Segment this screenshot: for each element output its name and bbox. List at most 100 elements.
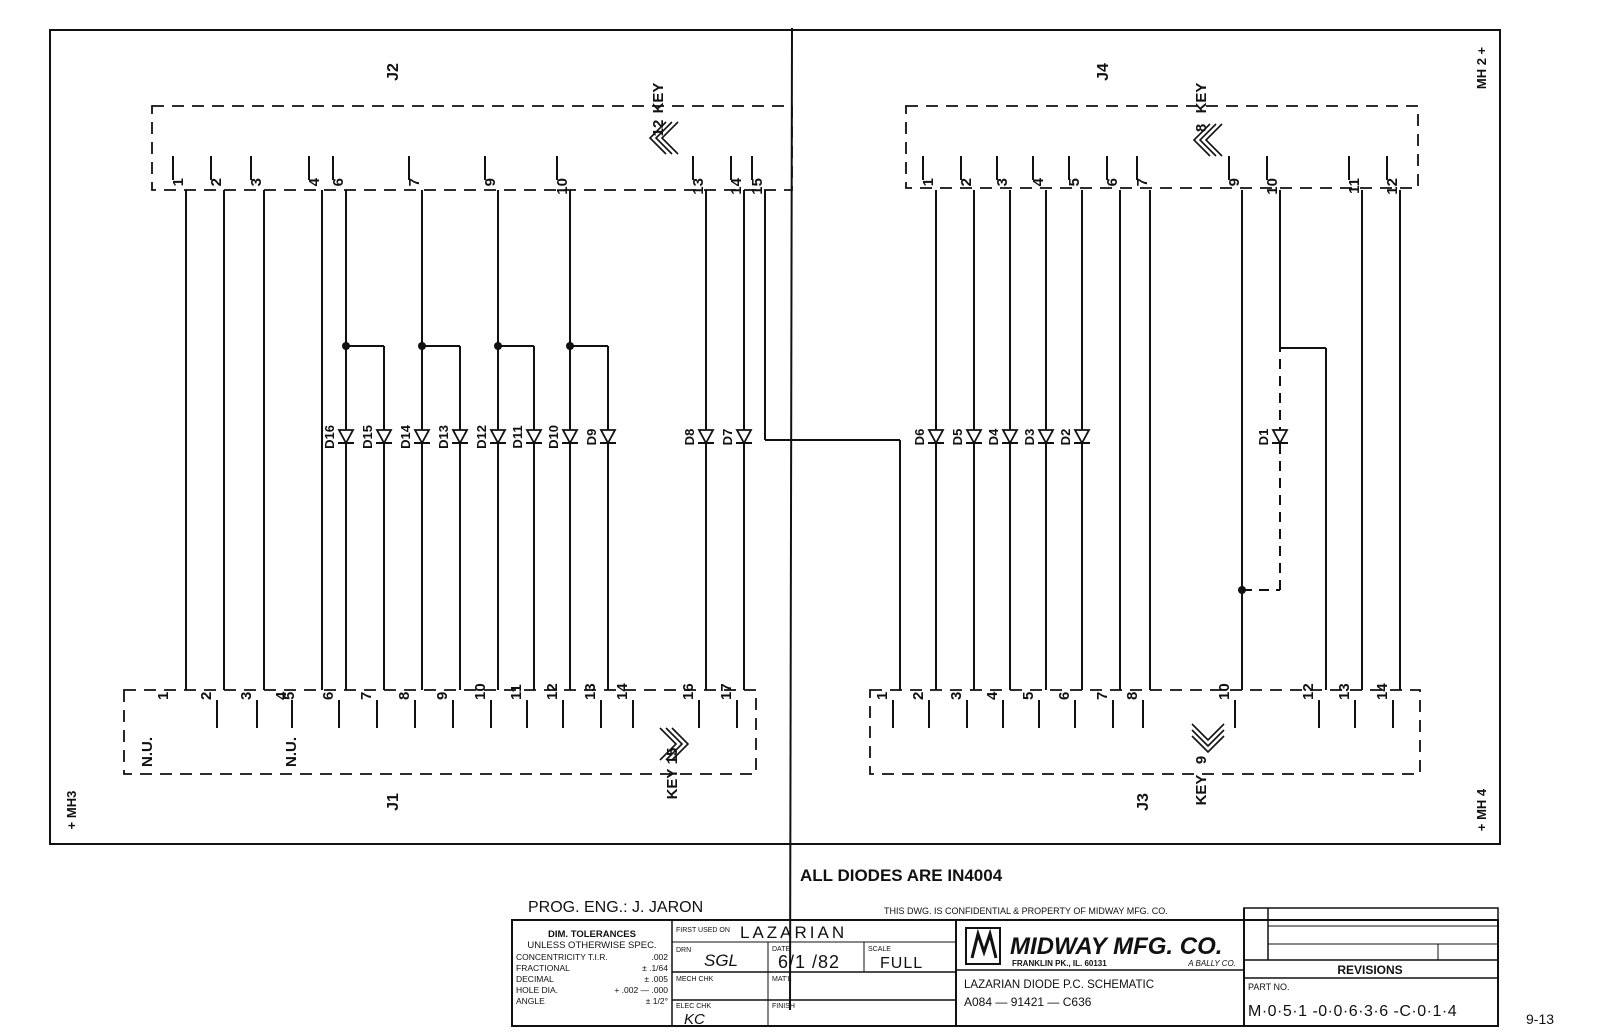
pin-label: 16 bbox=[680, 683, 697, 700]
j4-key-pin: 8 bbox=[1193, 124, 1210, 132]
diode-d11: D11 bbox=[510, 425, 543, 449]
drn-label: DRN bbox=[676, 947, 691, 954]
mech-chk-label: MECH CHK bbox=[676, 976, 714, 983]
diode-symbol-icon bbox=[489, 429, 507, 445]
pin-label: 2 bbox=[198, 692, 215, 700]
j1-label: J1 bbox=[385, 793, 402, 811]
pin-label: 3 bbox=[994, 178, 1011, 186]
pin-label: 1 bbox=[155, 692, 172, 700]
diode-symbol-icon bbox=[413, 429, 431, 445]
prog-eng: PROG. ENG.: J. JARON bbox=[528, 899, 703, 916]
diode-d5: D5 bbox=[950, 429, 983, 446]
pin-label: 15 bbox=[749, 178, 766, 195]
tolerance-label: FRACTIONAL bbox=[516, 963, 570, 973]
pin-label: 11 bbox=[508, 684, 525, 700]
diode-symbol-icon bbox=[561, 429, 579, 445]
first-used-label: FIRST USED ON bbox=[676, 927, 730, 934]
j4-key-label: KEY bbox=[1193, 83, 1210, 114]
date-label: DATE bbox=[772, 946, 790, 953]
diode-d10: D10 bbox=[546, 425, 579, 449]
j4-label: J4 bbox=[1095, 63, 1112, 81]
wire-layer bbox=[172, 156, 1401, 728]
company-name: MIDWAY MFG. CO. bbox=[1010, 933, 1222, 960]
drn-value: SGL bbox=[704, 951, 738, 970]
page-number: 9-13 bbox=[1526, 1011, 1554, 1027]
pin-label: 1 bbox=[920, 178, 937, 186]
j2-outline bbox=[151, 105, 793, 191]
pin-label: 7 bbox=[1134, 178, 1151, 186]
diode-note: ALL DIODES ARE IN4004 bbox=[800, 866, 1003, 885]
pin-label: 9 bbox=[434, 692, 451, 700]
pin-label: 10 bbox=[1216, 683, 1233, 700]
confidential-note: THIS DWG. IS CONFIDENTIAL & PROPERTY OF … bbox=[884, 906, 1168, 916]
diode-d8: D8 bbox=[682, 429, 715, 446]
j3-key-chevron-icon bbox=[1191, 723, 1225, 754]
drawing-number: A084 — 91421 — C636 bbox=[964, 995, 1092, 1009]
pin-label: 10 bbox=[1264, 178, 1281, 195]
pin-label: 10 bbox=[554, 178, 571, 195]
j2-label: J2 bbox=[385, 63, 402, 81]
j1-nu-label-1: N.U. bbox=[139, 737, 156, 767]
mh4-label: + MH 4 bbox=[1474, 788, 1489, 831]
company-address: FRANKLIN PK., IL. 60131 bbox=[1012, 959, 1107, 968]
pin-label: 13 bbox=[582, 683, 599, 700]
tolerance-label: HOLE DIA. bbox=[516, 985, 558, 995]
diode-label: D13 bbox=[436, 425, 451, 449]
first-used-value: LAZARIAN bbox=[740, 923, 847, 942]
diode-d2: D2 bbox=[1058, 429, 1091, 445]
diode-label: D11 bbox=[510, 425, 525, 448]
diode-symbol-icon bbox=[927, 429, 945, 445]
tolerance-value: ± .005 bbox=[644, 974, 668, 984]
j2-key-label: KEY bbox=[650, 83, 667, 114]
diode-d1: D1 bbox=[1256, 429, 1289, 445]
fold-line bbox=[789, 27, 793, 1011]
date-value: 6/1 /82 bbox=[778, 952, 840, 972]
pin-label: 13 bbox=[690, 178, 707, 195]
diode-d16: D16 bbox=[322, 425, 355, 449]
j4-outline bbox=[905, 105, 1419, 189]
diode-symbol-icon bbox=[599, 429, 617, 445]
diode-d15: D15 bbox=[360, 425, 393, 449]
drawing-title: LAZARIAN DIODE P.C. SCHEMATIC bbox=[964, 979, 1154, 991]
j1-key-pin: 15 bbox=[664, 748, 681, 765]
pin-label: 8 bbox=[1124, 692, 1141, 700]
mh3-label: + MH3 bbox=[64, 791, 79, 830]
j3-label: J3 bbox=[1135, 793, 1152, 811]
pin-label: 3 bbox=[248, 178, 265, 186]
diode-label: D12 bbox=[474, 425, 489, 449]
diode-symbol-icon bbox=[375, 429, 393, 445]
tolerances-sub: UNLESS OTHERWISE SPEC. bbox=[527, 940, 656, 951]
diode-label: D8 bbox=[682, 429, 697, 446]
diode-d7: D7 bbox=[720, 429, 753, 445]
pin-label: 11 bbox=[1346, 178, 1363, 194]
diode-symbol-icon bbox=[1001, 429, 1019, 445]
pin-label: 6 bbox=[330, 178, 347, 186]
mh2-label: MH 2 + bbox=[1474, 46, 1489, 89]
diode-label: D16 bbox=[322, 425, 337, 449]
diode-label: D14 bbox=[398, 424, 413, 449]
j2-key-pin: 12 bbox=[650, 120, 667, 137]
pin-label: 9 bbox=[1226, 178, 1243, 186]
pin-label: 7 bbox=[1094, 692, 1111, 700]
diode-label: D10 bbox=[546, 425, 561, 449]
pin-label: 3 bbox=[948, 692, 965, 700]
diode-d6: D6 bbox=[912, 429, 945, 445]
elec-chk-value: KC bbox=[684, 1011, 705, 1028]
j3-outline bbox=[869, 689, 1421, 775]
diode-label: D5 bbox=[950, 429, 965, 446]
j2-key-chevron-icon bbox=[648, 121, 679, 155]
pin-label: 2 bbox=[958, 178, 975, 186]
pin-label: 17 bbox=[718, 683, 735, 700]
pin-label: 1 bbox=[170, 178, 187, 186]
tolerances-title: DIM. TOLERANCES bbox=[548, 929, 636, 940]
diode-symbol-icon bbox=[735, 429, 753, 445]
diode-symbol-icon bbox=[697, 429, 715, 445]
pin-label: 9 bbox=[482, 178, 499, 186]
pin-label: 14 bbox=[614, 683, 631, 700]
diode-label: D9 bbox=[584, 429, 599, 446]
tolerance-value: ± 1/2° bbox=[646, 996, 668, 1006]
drawing-border bbox=[49, 29, 1501, 845]
elec-chk-label: ELEC CHK bbox=[676, 1003, 711, 1010]
